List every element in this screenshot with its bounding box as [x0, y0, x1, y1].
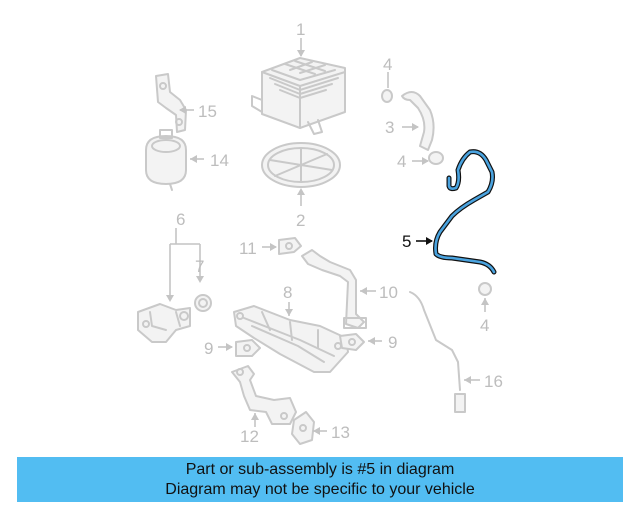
part-13-gasket [291, 411, 315, 445]
part-9-gasket-left [235, 339, 261, 357]
part-14-canister [145, 129, 187, 191]
info-banner [17, 457, 623, 502]
part-11-gasket [278, 237, 302, 255]
callout-4-mid: 4 [397, 152, 406, 171]
part-4-clamp-mid [428, 151, 444, 165]
part-4-clamp-bottom [478, 282, 492, 296]
callout-1: 1 [296, 20, 305, 39]
part-16-sensor [409, 291, 466, 413]
part-10-tube [301, 249, 367, 329]
callout-3: 3 [385, 118, 394, 137]
callout-7: 7 [195, 257, 204, 276]
part-9-gasket-right [339, 333, 365, 351]
callout-12: 12 [240, 427, 259, 446]
arrow-down-1 [297, 50, 305, 57]
callout-4-bottom: 4 [480, 316, 489, 335]
callout-9-right: 9 [388, 333, 397, 352]
arrow-up-2 [297, 188, 305, 195]
part-3-hose [401, 91, 435, 151]
part-5-pipe-highlighted [433, 149, 497, 275]
callout-4-top: 4 [383, 55, 392, 74]
part-1-filter-housing [251, 57, 346, 135]
callout-11: 11 [239, 239, 257, 258]
callout-15: 15 [198, 102, 217, 121]
part-15-bracket [155, 73, 187, 133]
callout-10: 10 [379, 283, 398, 302]
callout-9-left: 9 [204, 339, 213, 358]
callout-5: 5 [402, 232, 411, 251]
callout-14: 14 [210, 151, 229, 170]
part-2-filter-element [261, 142, 341, 188]
callout-13: 13 [331, 423, 350, 442]
callout-6: 6 [176, 210, 185, 229]
info-banner-text: Part or sub-assembly is #5 in diagram Di… [17, 457, 623, 502]
part-6-valve [137, 303, 191, 343]
part-4-clamp-top [381, 89, 393, 103]
part-12-pipe [231, 365, 297, 425]
banner-line-2: Diagram may not be specific to your vehi… [165, 480, 475, 498]
callout-2: 2 [296, 211, 305, 230]
callout-8: 8 [283, 283, 292, 302]
banner-line-1: Part or sub-assembly is #5 in diagram [185, 460, 455, 478]
part-7-o-ring [194, 294, 212, 312]
part-8-cooler [233, 305, 349, 373]
callout-16: 16 [484, 372, 503, 391]
